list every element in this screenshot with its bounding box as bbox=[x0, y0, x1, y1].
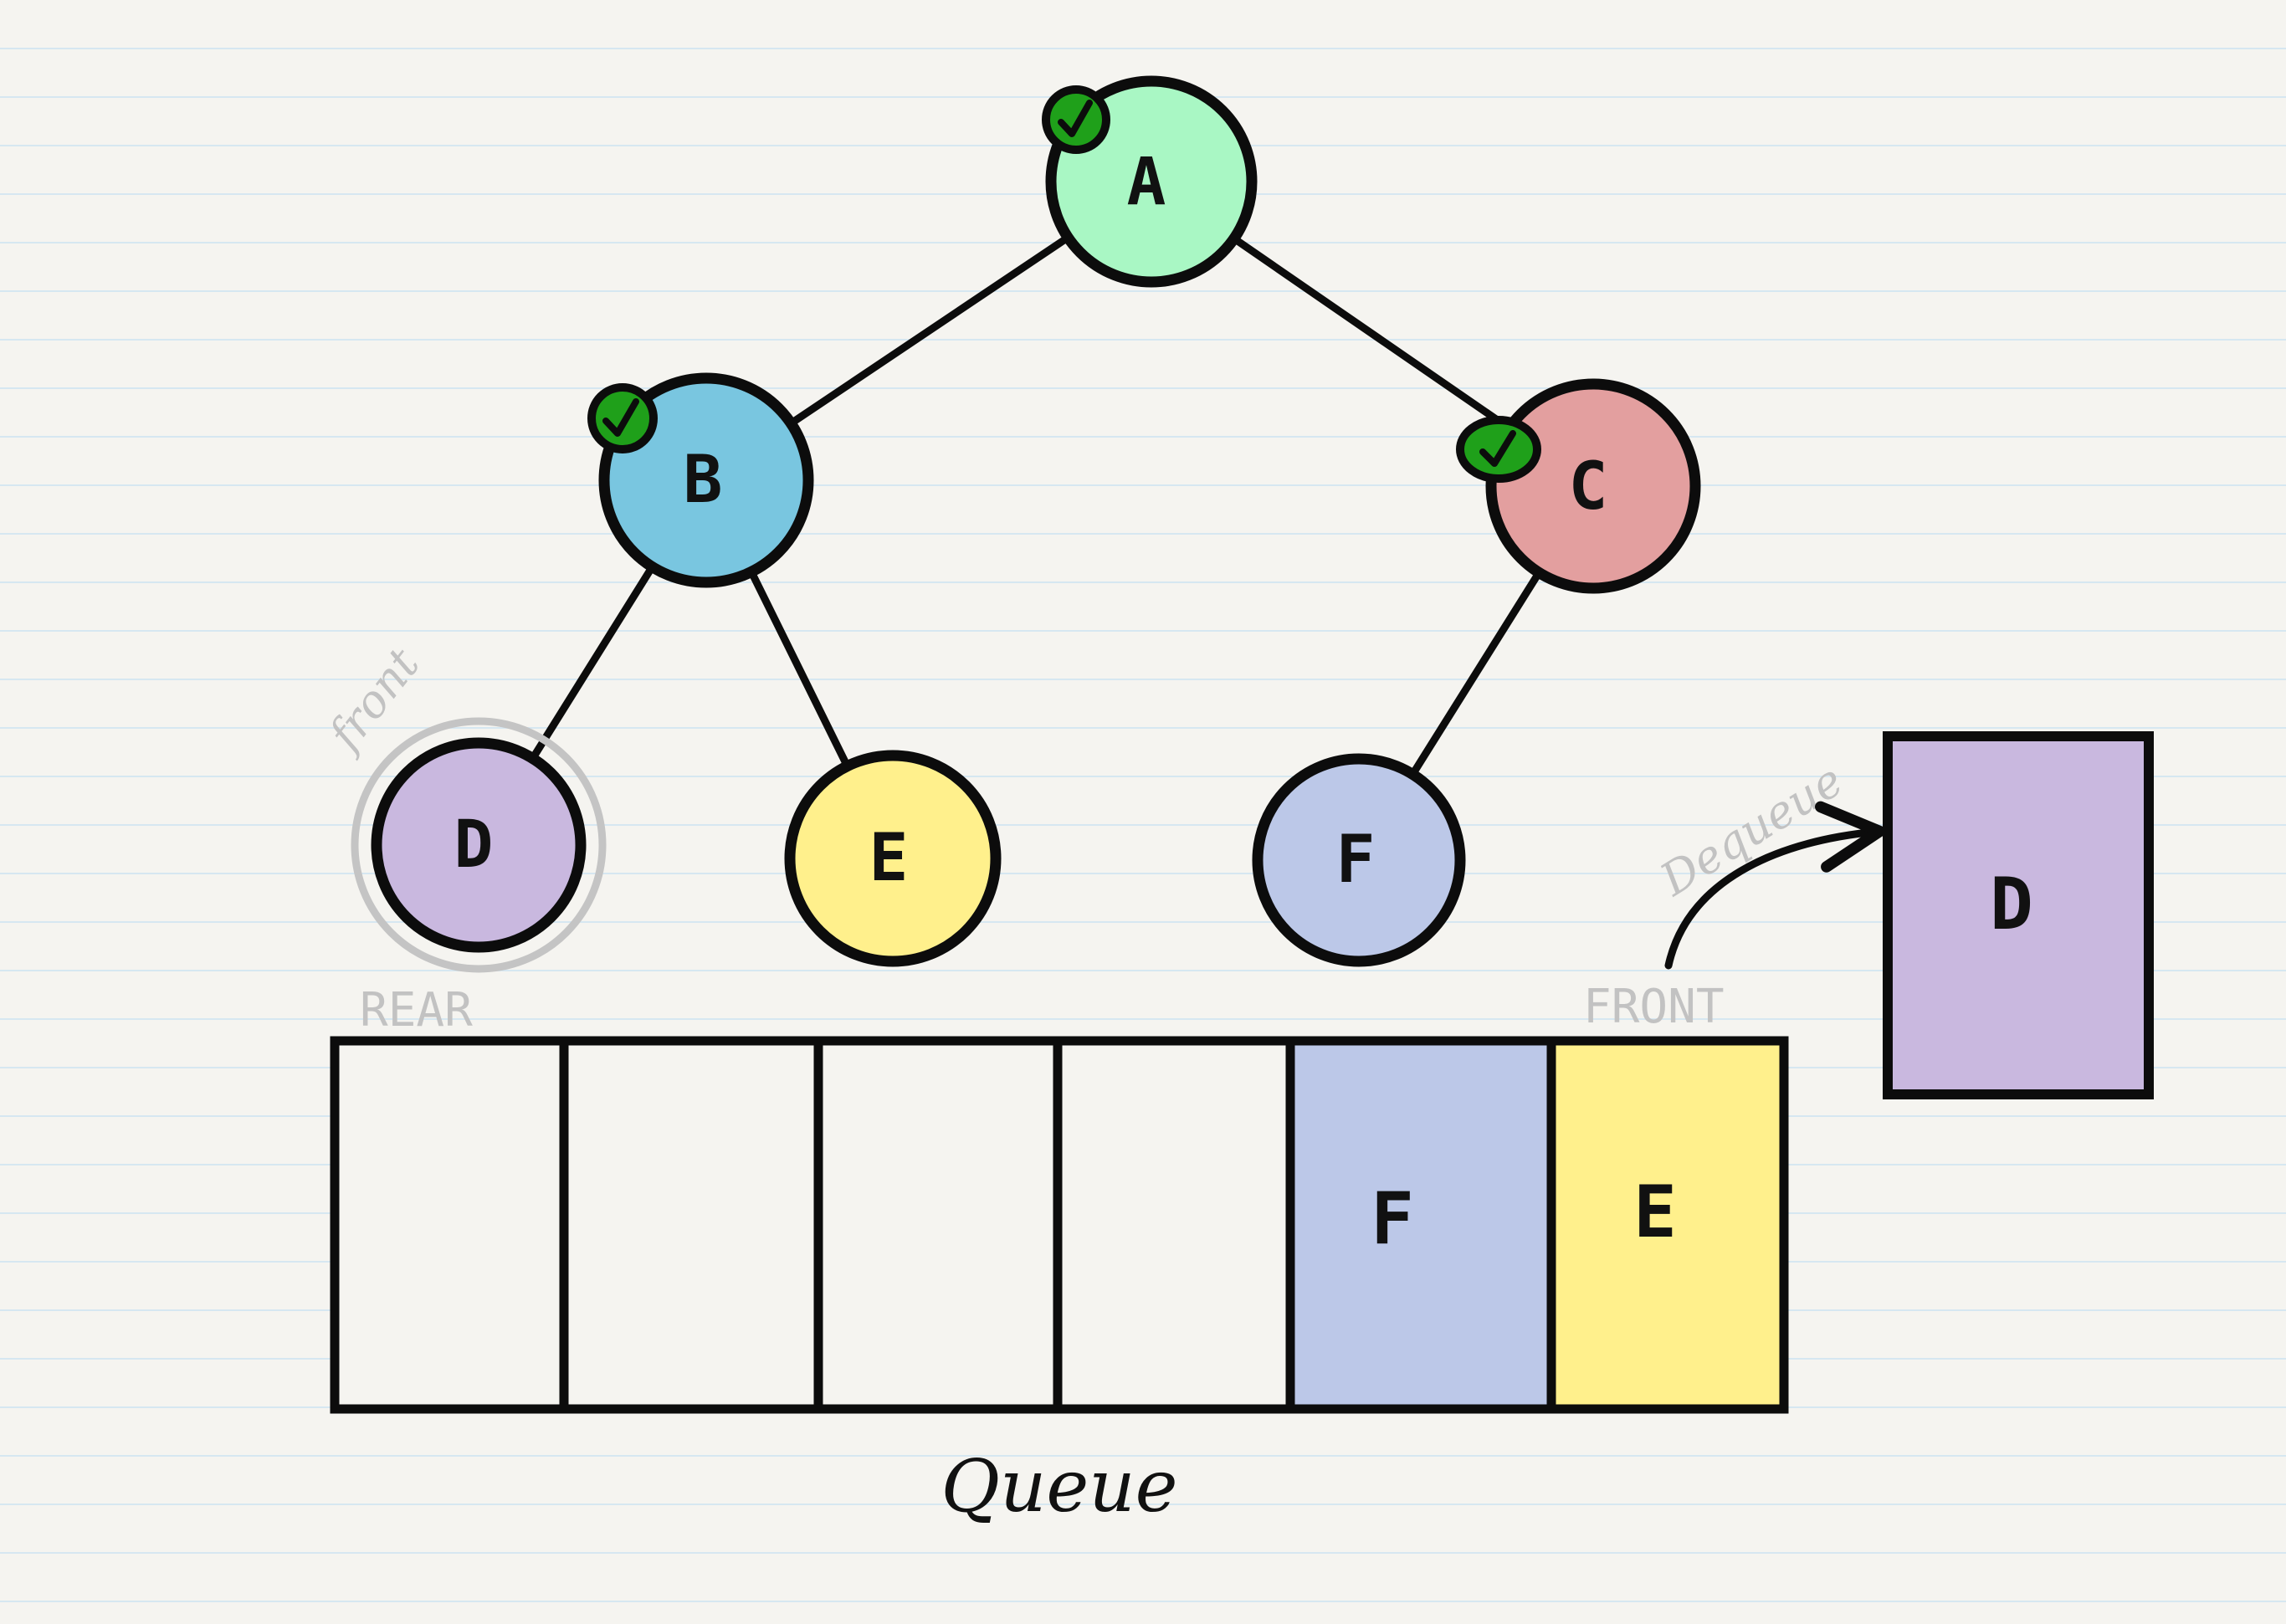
tree-node-f: F bbox=[1252, 753, 1466, 967]
dequeued-box bbox=[1883, 731, 2154, 1099]
check-icon bbox=[1042, 85, 1110, 154]
queue-cell-label: F bbox=[1371, 1177, 1414, 1261]
tree-node-c: C bbox=[1485, 378, 1701, 594]
tree-edges bbox=[526, 232, 1545, 781]
dequeue-arrow bbox=[1664, 801, 1886, 970]
queue-rear-label: REAR bbox=[360, 983, 473, 1037]
front-highlight-ring bbox=[351, 717, 607, 973]
node-c-circle bbox=[1485, 378, 1701, 594]
queue-cell bbox=[813, 1036, 1063, 1414]
queue-front-label: FRONT bbox=[1583, 980, 1725, 1034]
tree-node-e: E bbox=[784, 750, 1002, 967]
node-e-label: E bbox=[869, 821, 909, 896]
node-d-circle bbox=[371, 737, 587, 953]
tree-node-d: D bbox=[371, 737, 587, 953]
queue-cell-label: E bbox=[1633, 1171, 1677, 1254]
check-icon bbox=[587, 383, 658, 453]
tree-edge-a-b bbox=[784, 232, 1075, 429]
tree-edge-a-c bbox=[1228, 233, 1516, 434]
tree-edge-b-e bbox=[746, 565, 853, 773]
queue-cell bbox=[330, 1036, 569, 1414]
node-a-label: A bbox=[1127, 145, 1166, 220]
queue-cell bbox=[1546, 1036, 1789, 1414]
node-d-label: D bbox=[454, 807, 494, 883]
queue-cell bbox=[1053, 1036, 1295, 1414]
node-c-label: C bbox=[1569, 449, 1608, 525]
node-b-label: B bbox=[684, 443, 723, 518]
queue-cell bbox=[559, 1036, 823, 1414]
queue-title: Queue bbox=[941, 1445, 1177, 1529]
queue: F E bbox=[330, 1036, 1789, 1414]
dequeued-element: D bbox=[1883, 731, 2154, 1099]
queue-cell bbox=[1285, 1036, 1556, 1414]
tree-edge-c-f bbox=[1407, 566, 1545, 781]
tree-edge-b-d bbox=[526, 560, 659, 766]
node-e-circle bbox=[784, 750, 1002, 967]
dequeued-label: D bbox=[1990, 863, 2033, 946]
node-f-circle bbox=[1252, 753, 1466, 967]
check-icon bbox=[1456, 416, 1541, 483]
node-f-label: F bbox=[1336, 822, 1376, 898]
